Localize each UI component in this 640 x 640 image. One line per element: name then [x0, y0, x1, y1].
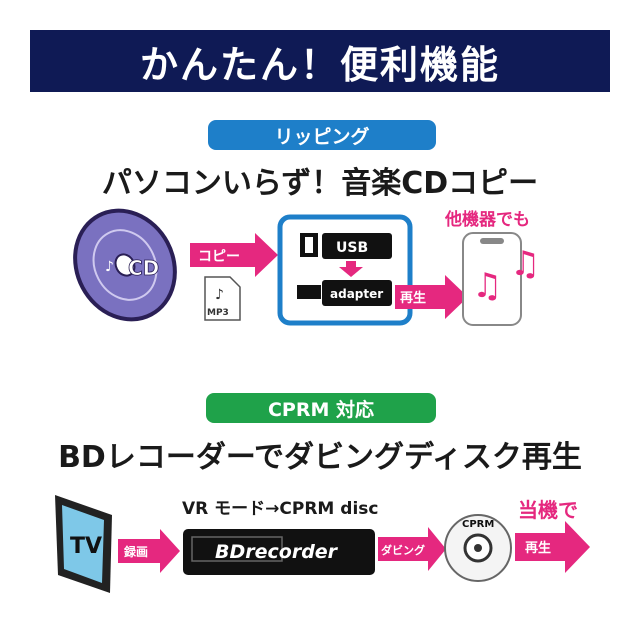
- music-cd-icon: ♪ CD: [73, 208, 177, 322]
- cprm-headline: BDレコーダーでダビングディスク再生: [58, 440, 582, 475]
- page-banner: かんたん！便利機能: [30, 30, 610, 92]
- mp3-label: MP3: [207, 308, 229, 318]
- ripping-badge: リッピング: [208, 120, 436, 150]
- cprm-diagram: TV 録画 BDrecorder ダビング CPRM 当機で 再生: [55, 495, 590, 593]
- cprm-play-label: 再生: [525, 540, 551, 556]
- svg-text:♪: ♪: [215, 287, 224, 303]
- svg-text:♫: ♫: [510, 244, 540, 284]
- mode-caption: VR モード→CPRM disc: [182, 499, 379, 519]
- cprm-play-arrow: 再生: [515, 521, 590, 573]
- record-arrow: 録画: [118, 529, 180, 573]
- copy-label: コピー: [198, 249, 240, 265]
- dubbing-arrow: ダビング: [378, 527, 446, 571]
- record-label: 録画: [124, 544, 148, 559]
- play-arrow: 再生: [395, 275, 468, 319]
- smartphone-icon: ♫ ♫: [462, 232, 540, 326]
- ripping-diagram: ♪ CD コピー ♪ MP3 USB adapter 再生 他機器でも ♫ ♫: [73, 208, 540, 326]
- tv-icon: TV: [55, 495, 112, 593]
- dubbing-label: ダビング: [381, 543, 425, 557]
- usb-adapter-box: USB adapter: [277, 214, 413, 326]
- svg-text:♫: ♫: [472, 266, 502, 306]
- adapter-label: adapter: [330, 287, 383, 301]
- recorder-label: BDrecorder: [215, 541, 339, 563]
- other-devices-label: 他機器でも: [444, 209, 530, 230]
- disc-label: CPRM: [462, 519, 494, 530]
- mp3-file-icon: ♪ MP3: [204, 276, 241, 321]
- copy-arrow: コピー: [190, 233, 278, 277]
- svg-text:♪: ♪: [105, 259, 114, 275]
- ripping-headline: パソコンいらず！音楽CDコピー: [101, 166, 539, 201]
- cprm-badge: CPRM 対応: [206, 393, 436, 423]
- tv-label: TV: [70, 534, 102, 559]
- play-label: 再生: [400, 290, 426, 306]
- usb-label: USB: [336, 240, 368, 256]
- bd-recorder-icon: BDrecorder: [183, 529, 375, 575]
- cprm-disc-icon: CPRM: [444, 514, 512, 582]
- this-unit-label: 当機で: [518, 498, 578, 522]
- cd-label: CD: [128, 256, 159, 280]
